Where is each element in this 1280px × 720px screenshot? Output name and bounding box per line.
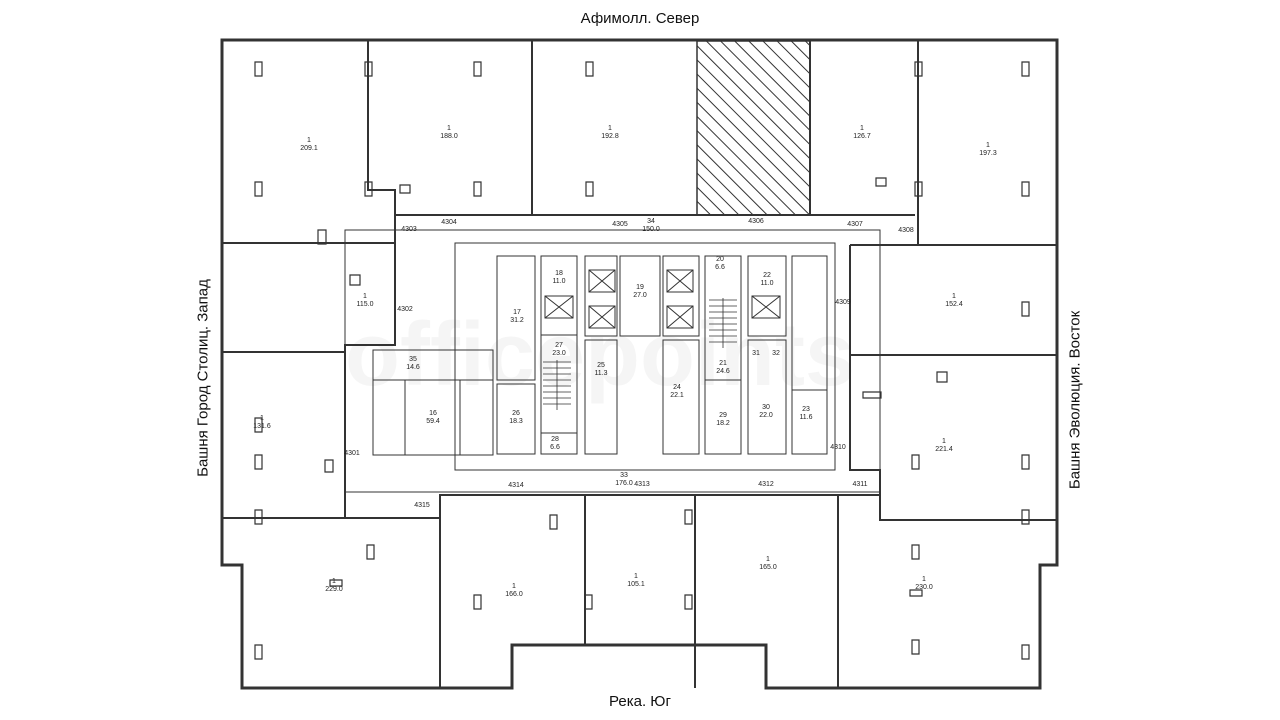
room-number: 1 (634, 573, 638, 580)
room-number: 33 (620, 472, 628, 479)
room-number: 1 (260, 415, 264, 422)
room-area: 192.8 (601, 133, 619, 140)
room-area: 152.4 (945, 301, 963, 308)
door-code: 4308 (898, 227, 914, 234)
door-code: 4311 (852, 481, 867, 488)
room-area: 31.2 (510, 317, 524, 324)
room-number: 24 (673, 384, 681, 391)
door-code: 4302 (397, 306, 413, 313)
room-number: 30 (762, 404, 770, 411)
room-area: 166.0 (505, 591, 523, 598)
room-area: 18.3 (509, 418, 523, 425)
room-area: 165.0 (759, 564, 777, 571)
room-area: 105.1 (627, 581, 645, 588)
room-number: 29 (719, 412, 727, 419)
room-area: 23.0 (552, 350, 566, 357)
room-area: 209.1 (300, 145, 318, 152)
room-area: 6.6 (550, 444, 560, 451)
room-number: 1 (608, 125, 612, 132)
room-area: 197.3 (979, 150, 997, 157)
door-code: 4315 (414, 502, 430, 509)
door-code: 4314 (508, 482, 524, 489)
direction-label-north: Афимолл. Север (580, 10, 700, 27)
hatched-area (696, 40, 811, 216)
door-code: 4306 (748, 218, 764, 225)
room-number: 17 (513, 309, 521, 316)
direction-label-south: Река. Юг (609, 693, 671, 710)
room-number: 1 (332, 578, 336, 585)
room-number: 1 (922, 576, 926, 583)
room-area: 221.4 (935, 446, 953, 453)
room-number: 16 (429, 410, 437, 417)
room-number: 28 (551, 436, 559, 443)
door-code: 4307 (847, 221, 863, 228)
room-number: 27 (555, 342, 563, 349)
room-number: 1 (860, 125, 864, 132)
room-area: 14.6 (406, 364, 420, 371)
room-area: 131.6 (253, 423, 271, 430)
room-number: 20 (716, 256, 724, 263)
room-area: 6.6 (715, 264, 725, 271)
room-area: 188.0 (440, 133, 458, 140)
door-code: 4310 (830, 444, 846, 451)
room-number: 35 (409, 356, 417, 363)
room-area: 11.6 (799, 414, 812, 421)
room-number: 1 (952, 293, 956, 300)
room-area: 27.0 (633, 292, 647, 299)
room-area: 11.0 (552, 278, 565, 285)
room-number: 1 (363, 293, 367, 300)
room-number: 31 (752, 350, 760, 357)
door-code: 4304 (441, 219, 457, 226)
room-area: 18.2 (716, 420, 730, 427)
room-number: 1 (986, 142, 990, 149)
room-number: 32 (772, 350, 780, 357)
room-number: 25 (597, 362, 605, 369)
walls (222, 40, 1057, 688)
room-area: 176.0 (615, 480, 633, 487)
room-area: 150.0 (642, 226, 660, 233)
room-area: 126.7 (853, 133, 871, 140)
building-outline (220, 38, 1059, 690)
door-code: 4312 (758, 481, 774, 488)
room-number: 1 (447, 125, 451, 132)
room-area: 229.0 (325, 586, 343, 593)
room-number: 22 (763, 272, 771, 279)
room-area: 11.3 (594, 370, 607, 377)
room-area: 230.0 (915, 584, 933, 591)
room-area: 22.1 (670, 392, 684, 399)
door-code: 4303 (401, 226, 417, 233)
door-code: 4301 (344, 450, 360, 457)
room-number: 1 (307, 137, 311, 144)
room-number: 1 (512, 583, 516, 590)
room-number: 23 (802, 406, 810, 413)
door-code: 4313 (634, 481, 650, 488)
room-number: 21 (719, 360, 727, 367)
room-number: 1 (766, 556, 770, 563)
door-code: 4305 (612, 221, 628, 228)
door-code: 4309 (835, 299, 851, 306)
room-area: 59.4 (426, 418, 440, 425)
room-area: 24.6 (716, 368, 730, 375)
room-number: 26 (512, 410, 520, 417)
room-number: 19 (636, 284, 644, 291)
room-area: 11.0 (760, 280, 773, 287)
room-number: 18 (555, 270, 563, 277)
room-number: 34 (647, 218, 655, 225)
columns (254, 61, 1030, 660)
room-area: 22.0 (759, 412, 773, 419)
room-number: 1 (942, 438, 946, 445)
room-area: 115.0 (357, 301, 374, 308)
